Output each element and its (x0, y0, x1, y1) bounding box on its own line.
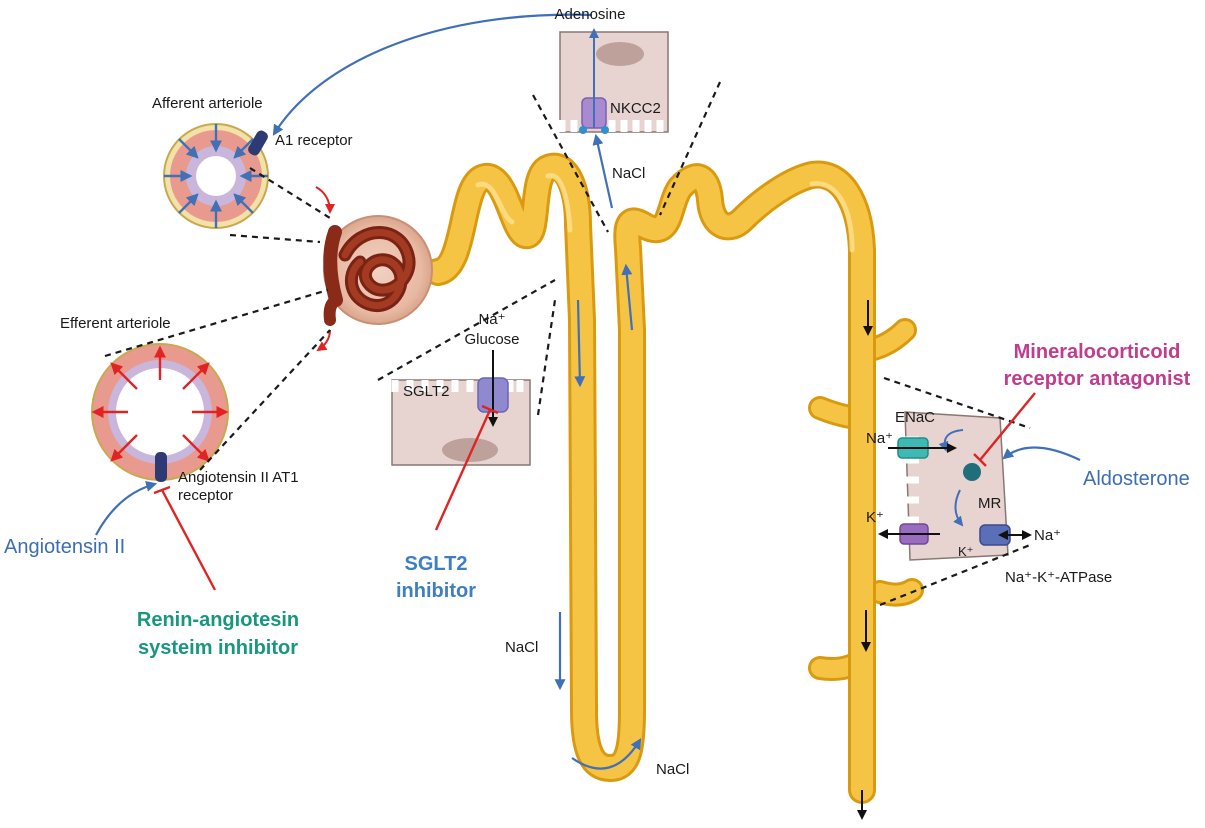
afferent-flow-arrow (315, 186, 335, 214)
efferent-arteriole-cross-section (91, 343, 229, 482)
ras-inhibitor-line (153, 485, 217, 591)
proximal-tubule-cell (391, 350, 531, 466)
enac-na-label: Na⁺ (866, 430, 893, 447)
flow-arrows (95, 13, 1081, 820)
collecting-duct-cell (878, 411, 1032, 561)
nacl-descending-label: NaCl (505, 639, 538, 656)
k-plus-label: K⁺ (866, 509, 884, 526)
nacl-loop-label: NaCl (656, 761, 689, 778)
k-plus-pump-label: K⁺ (958, 544, 974, 559)
na-k-atpase-label: Na⁺-K⁺-ATPase (1005, 569, 1112, 586)
afferent-arteriole-cross-section (163, 123, 269, 229)
aldosterone-label: Aldosterone (1083, 468, 1190, 490)
na-plus-pump-label: Na⁺ (1034, 527, 1061, 544)
glomerulus (323, 215, 433, 326)
adenosine-label: Adenosine (555, 6, 626, 23)
sglt2-glucose-label: Glucose (464, 331, 519, 348)
mra-inhibitor-line (973, 392, 1036, 467)
sglt2-label: SGLT2 (403, 383, 449, 400)
tubule (424, 152, 924, 804)
at1-receptor-label-line2: receptor (178, 487, 233, 504)
mineralocorticoid-receptor-icon (963, 463, 981, 481)
thick-ascending-limb-cell (558, 28, 669, 134)
mra-label-line2: receptor antagonist (1004, 368, 1191, 390)
nacl-ascending-label: NaCl (612, 165, 645, 182)
at1-receptor-label-line1: Angiotensin II AT1 (178, 469, 299, 486)
efferent-arteriole-label: Efferent arteriole (60, 315, 171, 332)
sglt2-inhibitor-label-line2: inhibitor (396, 580, 476, 602)
at1-receptor-icon (155, 452, 167, 482)
nkcc2-label: NKCC2 (610, 100, 661, 117)
a1-receptor-label: A1 receptor (275, 132, 353, 149)
ras-inhibitor-label-line1: Renin-angiotesin (137, 609, 299, 631)
angiotensin-ii-label: Angiotensin II (4, 536, 125, 558)
ras-inhibitor-label-line2: systeim inhibitor (138, 637, 298, 659)
enac-label: ENaC (895, 409, 935, 426)
efferent-flow-arrow (316, 329, 331, 352)
mra-label-line1: Mineralocorticoid (1014, 341, 1181, 363)
a1-receptor-icon (248, 130, 268, 156)
sglt2-inhibitor-label-line1: SGLT2 (405, 553, 468, 575)
dashed-connectors (104, 81, 1031, 607)
afferent-arteriole-label: Afferent arteriole (152, 95, 263, 112)
mr-label: MR (978, 495, 1001, 512)
inhibitor-lines (153, 392, 1036, 591)
sglt2-na-label: Na⁺ (478, 311, 505, 328)
sglt2-inhibitor-line (434, 404, 499, 531)
